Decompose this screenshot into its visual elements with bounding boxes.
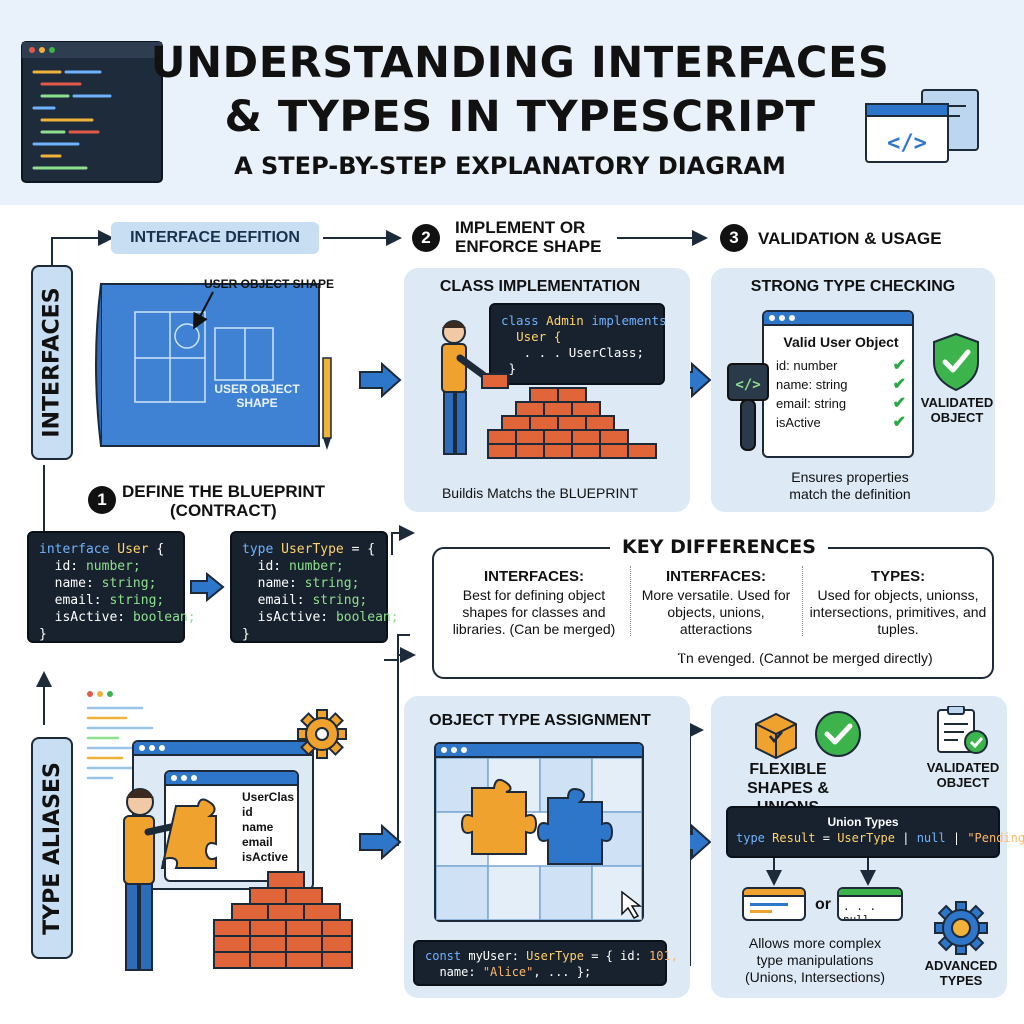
check-icon: ✔ [892, 395, 906, 412]
snippet-window-1 [742, 887, 806, 921]
class-implementation-code: class Admin implements User { . . . User… [489, 303, 667, 385]
interface-user-code: interface User { id: number; name: strin… [27, 531, 196, 643]
class-implementation-title: CLASS IMPLEMENTATION [439, 278, 641, 295]
divider [802, 566, 803, 636]
type-alias-fields: UserClas id name email isActive [242, 790, 295, 864]
step-1-label: DEFINE THE BLUEPRINT (CONTRACT) [122, 482, 326, 520]
header-banner [0, 0, 1024, 205]
builder-with-bricks-illustration [441, 320, 657, 459]
divider [630, 566, 631, 636]
step-3-label: VALIDATION & USAGE [758, 229, 942, 248]
object-type-assignment-title: OBJECT TYPE ASSIGNMENT [429, 712, 651, 729]
key-differences-box [432, 547, 994, 679]
difference-col-types: TYPES: Used for objects, unionss, inters… [809, 568, 987, 637]
box-and-check-icons [755, 711, 861, 760]
or-label: or [815, 896, 831, 913]
magnifier-code-icon: </> [727, 363, 769, 451]
svg-text:</>: </> [887, 131, 927, 156]
snippet-window-2: . . . null [837, 887, 903, 921]
advanced-types-label: ADVANCED TYPES [924, 958, 998, 988]
type-checking-title: STRONG TYPE CHECKING [750, 278, 956, 295]
class-implementation-caption: Buildis Matchs the BLUEPRINT [441, 485, 639, 501]
valid-user-window: Valid User Object id: number✔ name: stri… [762, 310, 914, 458]
step-2-label: IMPLEMENT OR ENFORCE SHAPE [455, 218, 602, 256]
shield-check-icon [933, 332, 979, 392]
gear-icon [297, 709, 347, 759]
arrow-right-icon [359, 362, 402, 398]
check-icon: ✔ [892, 357, 906, 374]
page-subtitle: A STEP-BY-STEP EXPLANATORY DIAGRAM [234, 152, 786, 180]
type-usertype-code: type UserType = { id: number; name: stri… [230, 531, 399, 643]
check-icon: ✔ [892, 376, 906, 393]
validated-object-label: VALIDATED OBJECT [926, 760, 1000, 790]
svg-text:</>: </> [735, 377, 760, 393]
difference-col-interfaces: INTERFACES: Best for defining object sha… [452, 568, 616, 637]
code-monitor-icon [21, 41, 163, 183]
interfaces-side-label: INTERFACES [31, 265, 73, 460]
step-2-badge: 2 [412, 224, 440, 252]
blueprint-illustration [95, 283, 332, 450]
key-differences-title: KEY DIFFERENCES [610, 536, 828, 558]
blueprint-top-label: USER OBJECT SHAPE [204, 277, 335, 291]
object-assignment-code: const myUser: UserType = { id: 101, name… [413, 940, 678, 986]
clipboard-check-icon [937, 706, 988, 754]
step-1-badge: 1 [88, 486, 116, 514]
code-window-icon: </> [865, 89, 979, 163]
blueprint-inner-label: USER OBJECT SHAPE [214, 382, 300, 410]
difference-col-interfaces-2: INTERFACES: More versatile. Used for obj… [641, 568, 791, 637]
advanced-gear-icon [934, 901, 988, 955]
validated-object-label: VALIDATED OBJECT [920, 395, 994, 425]
puzzle-grid-illustration [436, 758, 642, 920]
type-aliases-side-label: TYPE ALIASES [31, 737, 73, 959]
union-types-code: Union Types type Result = UserType | nul… [726, 806, 1024, 858]
interface-definition-pill: INTERFACE DEFITION [111, 222, 319, 254]
flexible-caption: Allows more complex type manipulations (… [744, 935, 886, 985]
builder-with-puzzle-illustration [123, 788, 353, 971]
check-icon: ✔ [892, 414, 906, 431]
step-3-badge: 3 [720, 224, 748, 252]
type-checking-caption: Ensures properties match the definition [789, 469, 911, 502]
arrow-right-icon [359, 824, 402, 860]
page-title: UNDERSTANDING INTERFACES & TYPES IN TYPE… [150, 38, 890, 142]
branch-arrows [766, 858, 876, 886]
arrow-right-icon [190, 572, 225, 602]
differences-footer: Ⲧn evenged. (Cannot be merged directly) [677, 650, 933, 666]
